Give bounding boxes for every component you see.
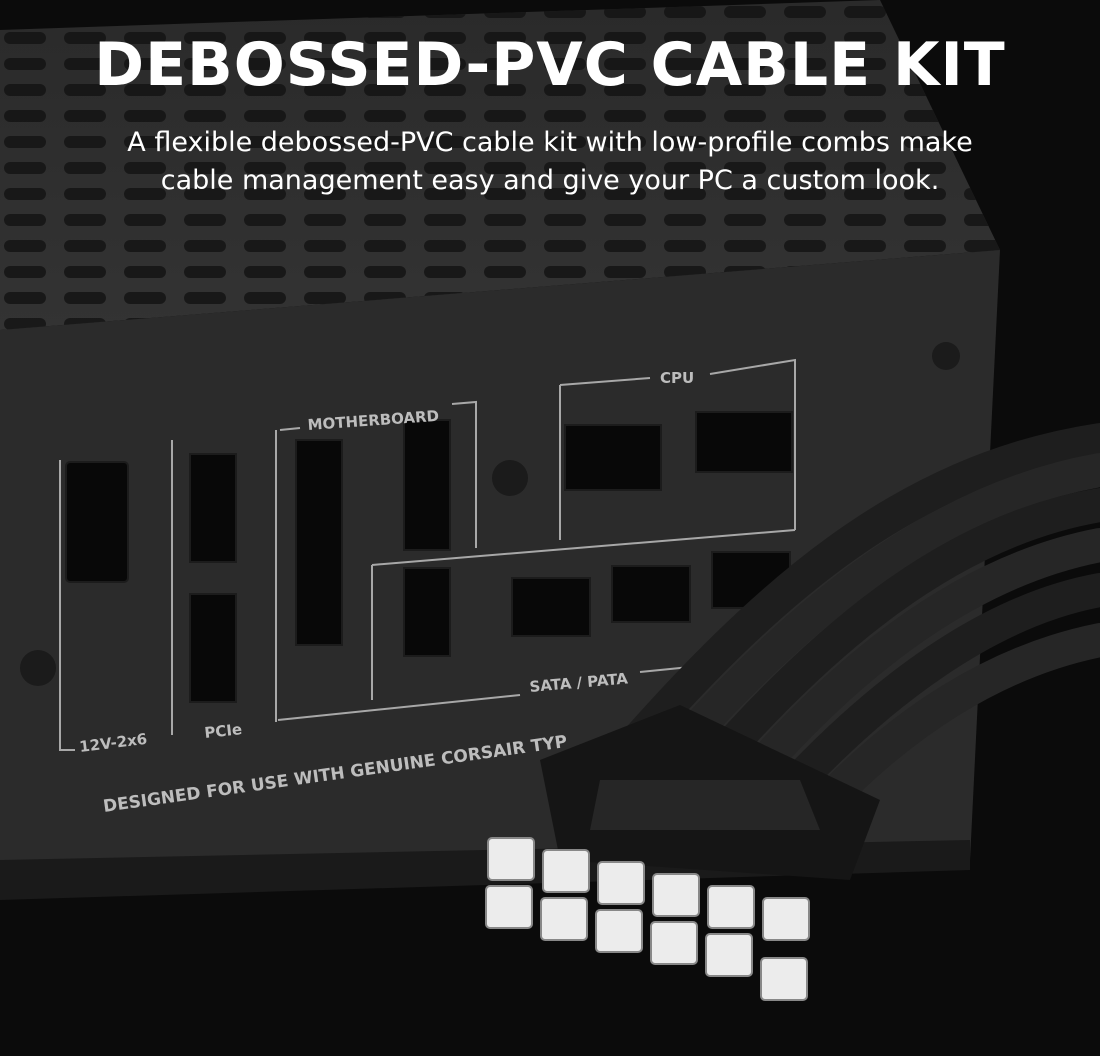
- screw-icon: [932, 342, 960, 370]
- psu-connectors: [65, 411, 793, 703]
- page-title: DEBOSSED-PVC CABLE KIT: [94, 30, 1006, 100]
- screw-icon: [20, 650, 56, 686]
- label-pcie: PCIe: [204, 720, 243, 742]
- cable-bundle: [603, 423, 1100, 837]
- cable-connector: [485, 705, 880, 1001]
- subtitle-line-1: A flexible debossed-PVC cable kit with l…: [127, 127, 973, 158]
- subtitle-line-2: cable management easy and give your PC a…: [160, 165, 940, 196]
- label-cpu: CPU: [660, 369, 694, 387]
- connector-group-outlines: [59, 358, 796, 751]
- screw-icon: [492, 460, 528, 496]
- subtitle: A flexible debossed-PVC cable kit with l…: [0, 124, 1100, 200]
